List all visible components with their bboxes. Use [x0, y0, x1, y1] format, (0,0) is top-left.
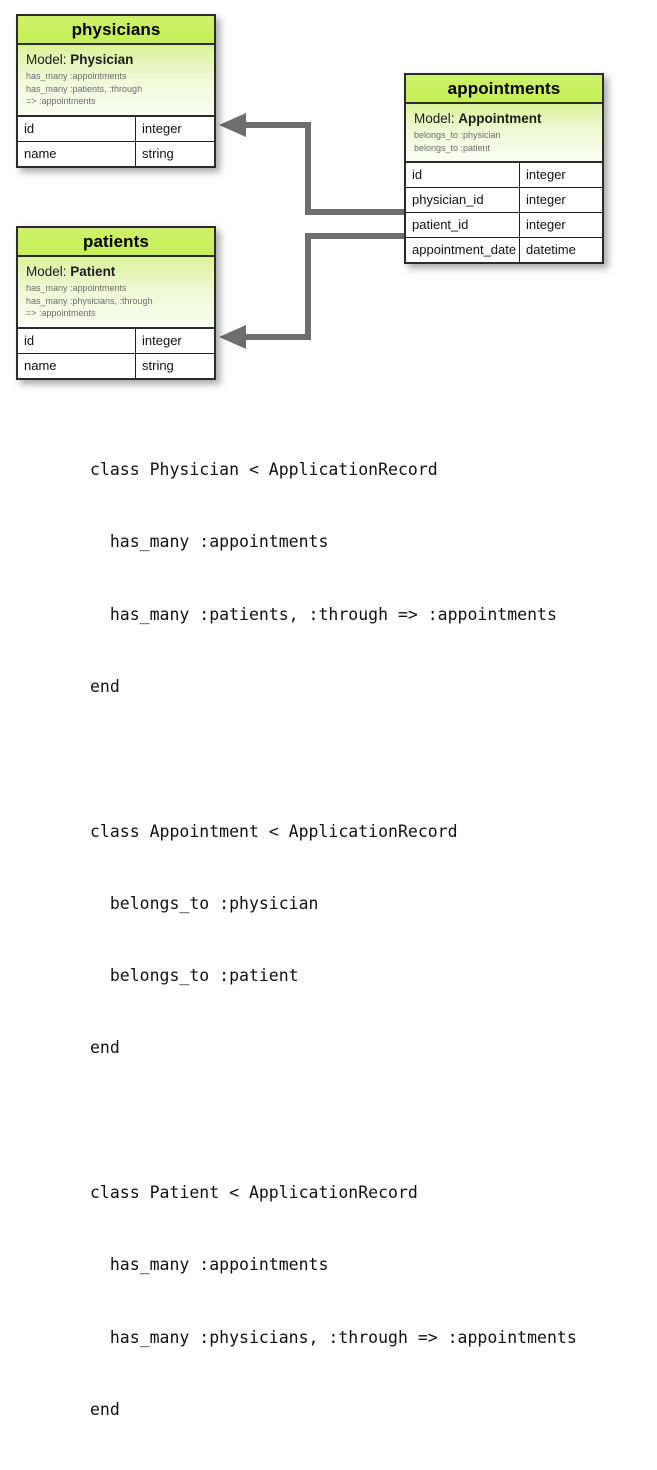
entity-columns-physicians: id integer name string: [18, 116, 214, 166]
column-name: name: [18, 353, 136, 378]
column-type: integer: [142, 332, 182, 348]
entity-model-name-physicians: Model: Physician: [26, 52, 206, 67]
code-line-blank: [90, 747, 650, 771]
column-name: patient_id: [406, 213, 520, 237]
model-value: Patient: [70, 264, 116, 279]
table-row: patient_id integer: [406, 213, 602, 238]
code-line: end: [90, 1399, 120, 1419]
entity-title-appointments: appointments: [406, 75, 602, 104]
association-line: has_many :physicians, :through: [26, 295, 153, 306]
entity-title-physicians: physicians: [18, 16, 214, 45]
code-line-blank: [90, 1109, 650, 1133]
entity-model-name-patients: Model: Patient: [26, 264, 206, 279]
entity-columns-appointments: id integer physician_id integer patient_…: [406, 163, 602, 262]
column-type: integer: [526, 167, 566, 182]
association-line: => :appointments: [26, 96, 96, 106]
entity-table-appointments[interactable]: appointments Model: Appointment belongs_…: [404, 73, 604, 264]
entity-model-block-appointments: Model: Appointment belongs_to :physician…: [406, 104, 602, 163]
code-line: belongs_to :patient: [90, 966, 299, 986]
code-line: has_many :physicians, :through => :appoi…: [90, 1327, 577, 1347]
model-value: Appointment: [458, 111, 542, 126]
model-label: Model:: [414, 111, 455, 126]
entity-table-patients[interactable]: patients Model: Patient has_many :appoin…: [16, 226, 216, 380]
code-line: has_many :patients, :through => :appoint…: [90, 604, 557, 624]
relation-patient: [219, 233, 404, 349]
entity-model-block-patients: Model: Patient has_many :appointments ha…: [18, 257, 214, 329]
code-line: class Physician < ApplicationRecord: [90, 460, 438, 480]
association-line: has_many :patients, :through: [26, 83, 143, 94]
code-line: end: [90, 677, 120, 697]
association-line: belongs_to :patient: [414, 142, 491, 153]
relation-physician: [219, 113, 404, 215]
table-row: id integer: [406, 163, 602, 188]
entity-model-name-appointments: Model: Appointment: [414, 111, 594, 126]
code-line: class Patient < ApplicationRecord: [90, 1183, 418, 1202]
model-label: Model:: [26, 52, 67, 67]
model-value: Physician: [70, 52, 134, 67]
column-name: name: [18, 141, 136, 166]
column-name: id: [18, 116, 136, 141]
code-line: class Appointment < ApplicationRecord: [90, 821, 458, 841]
table-row: name string: [18, 141, 214, 166]
entity-columns-patients: id integer name string: [18, 328, 214, 378]
entity-model-block-physicians: Model: Physician has_many :appointments …: [18, 45, 214, 117]
table-row: physician_id integer: [406, 188, 602, 213]
model-label: Model:: [26, 264, 67, 279]
table-row: name string: [18, 353, 214, 378]
association-line: has_many :appointments: [26, 283, 127, 293]
table-row: id integer: [18, 116, 214, 142]
code-line: belongs_to :physician: [90, 893, 319, 913]
diagram-canvas: physicians Model: Physician has_many :ap…: [16, 14, 604, 1419]
association-line: has_many :appointments: [26, 71, 127, 81]
entity-table-physicians[interactable]: physicians Model: Physician has_many :ap…: [16, 14, 216, 168]
code-line: has_many :appointments: [90, 532, 329, 552]
code-line: has_many :appointments: [90, 1255, 329, 1275]
association-line: belongs_to :physician: [414, 130, 501, 140]
column-name: physician_id: [406, 188, 520, 212]
column-name: appointment_date: [406, 238, 520, 262]
association-line: => :appointments: [26, 308, 96, 318]
column-type: string: [142, 145, 174, 161]
column-type: integer: [526, 192, 566, 207]
column-type: integer: [142, 120, 182, 136]
column-name: id: [18, 328, 136, 353]
entity-title-patients: patients: [18, 228, 214, 257]
table-row: id integer: [18, 328, 214, 354]
column-type: datetime: [526, 242, 576, 257]
column-name: id: [406, 163, 520, 187]
table-row: appointment_date datetime: [406, 238, 602, 262]
code-listing: class Physician < ApplicationRecord has_…: [90, 410, 650, 1470]
code-line: end: [90, 1038, 120, 1058]
column-type: integer: [526, 217, 566, 232]
column-type: string: [142, 357, 174, 373]
